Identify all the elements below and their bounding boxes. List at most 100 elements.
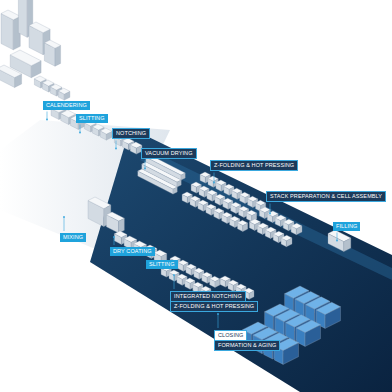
machine-face: [257, 223, 268, 229]
station-label: Z-FOLDING & HOT PRESSING: [170, 301, 258, 312]
station-name: Z-FOLDING & HOT PRESSING: [174, 304, 254, 310]
machine-face: [230, 216, 240, 221]
leader-line: [64, 217, 65, 231]
machine-face: [248, 196, 258, 201]
machine-face: [92, 124, 104, 130]
machine-face: [185, 278, 195, 283]
leader-dot: [269, 213, 271, 215]
station-label: INTEGRATED NOTCHING: [170, 291, 246, 302]
machines: [0, 0, 351, 364]
machine-face: [328, 230, 351, 242]
leader-line: [114, 237, 115, 245]
machine-face: [202, 272, 212, 277]
machine-face: [198, 200, 208, 205]
machine-face: [207, 190, 217, 195]
machine-face: [216, 180, 226, 185]
station-label: FILLING: [333, 222, 360, 231]
machine-face: [210, 276, 220, 281]
machine-face: [18, 0, 27, 37]
machine-face: [61, 110, 76, 118]
station-name: NOTCHING: [116, 131, 146, 137]
station-name: SLITTING: [79, 116, 105, 122]
machine-face: [291, 223, 302, 229]
station-label: NOTCHING: [112, 128, 150, 139]
leader-line: [47, 112, 48, 120]
station-label: SLITTING: [76, 114, 108, 123]
leader-dot: [336, 240, 338, 242]
machine-face: [231, 202, 241, 207]
machine-face: [10, 50, 41, 66]
machine-face: [178, 260, 188, 265]
leader-dot: [63, 216, 65, 218]
machine-face: [169, 270, 179, 275]
machine-face: [236, 284, 246, 289]
machine-face: [240, 192, 250, 197]
machine-face: [239, 206, 249, 211]
leader-line: [174, 275, 175, 289]
leader-dot: [144, 168, 146, 170]
machine-face: [200, 172, 210, 177]
machine-face: [256, 200, 266, 205]
station-name: DRY COATING: [113, 249, 152, 255]
machine-face: [106, 212, 124, 221]
leader-dot: [46, 119, 48, 121]
station-name: CALENDERING: [46, 103, 87, 109]
machine-face: [34, 76, 46, 82]
machine-face: [267, 211, 278, 217]
floor-stripe: [140, 150, 392, 280]
station-label: STACK PREPARATION & CELL ASSEMBLY: [266, 191, 386, 202]
machine-face: [259, 207, 270, 213]
station-name: Z-FOLDING & HOT PRESSING: [214, 163, 294, 169]
machine-face: [191, 182, 201, 187]
machine-face: [0, 65, 22, 78]
leader-dot: [173, 274, 175, 276]
machine-face: [124, 236, 137, 242]
machine-face: [275, 215, 286, 221]
machine-face: [238, 220, 248, 225]
machine-face: [1, 10, 20, 20]
machine-face: [206, 204, 216, 209]
station-label: FORMATION & AGING: [214, 340, 280, 351]
machine-face: [247, 210, 257, 215]
machine-face: [177, 274, 187, 279]
machine-face: [199, 186, 209, 191]
machine-face: [281, 235, 292, 241]
machine-face: [50, 84, 62, 90]
station-label: SLITTING: [146, 260, 178, 269]
machine-face: [58, 88, 70, 94]
leader-line: [116, 141, 117, 149]
leader-dot: [79, 132, 81, 134]
leader-line: [214, 173, 215, 183]
machine-face: [186, 264, 196, 269]
machine-face: [208, 176, 218, 181]
station-name: MIXING: [63, 235, 83, 241]
machine-face: [223, 198, 233, 203]
machine-face: [222, 212, 232, 217]
leader-dot: [113, 236, 115, 238]
factory-floor: [90, 128, 392, 392]
machine-face: [215, 194, 225, 199]
machine-face: [114, 231, 127, 237]
machine-face: [122, 138, 134, 144]
station-name: INTEGRATED NOTCHING: [174, 294, 242, 300]
machine-face: [214, 208, 224, 213]
station-label: CALENDERING: [43, 101, 90, 110]
station-name: FORMATION & AGING: [218, 343, 276, 349]
station-label: DRY COATING: [110, 247, 155, 256]
machine-face: [224, 184, 234, 189]
station-label: Z-FOLDING & HOT PRESSING: [210, 160, 298, 171]
leader-line: [270, 204, 271, 214]
station-label: VACUUM DRYING: [141, 148, 197, 159]
machine-face: [220, 276, 230, 281]
machine-face: [296, 320, 320, 332]
machine-face: [29, 22, 50, 33]
machine-face: [190, 196, 200, 201]
machine-face: [42, 80, 54, 86]
machine-face: [249, 219, 260, 225]
leader-line: [80, 125, 81, 133]
station-name: FILLING: [336, 224, 357, 230]
machine-face: [228, 280, 238, 285]
leader-line: [145, 161, 146, 169]
